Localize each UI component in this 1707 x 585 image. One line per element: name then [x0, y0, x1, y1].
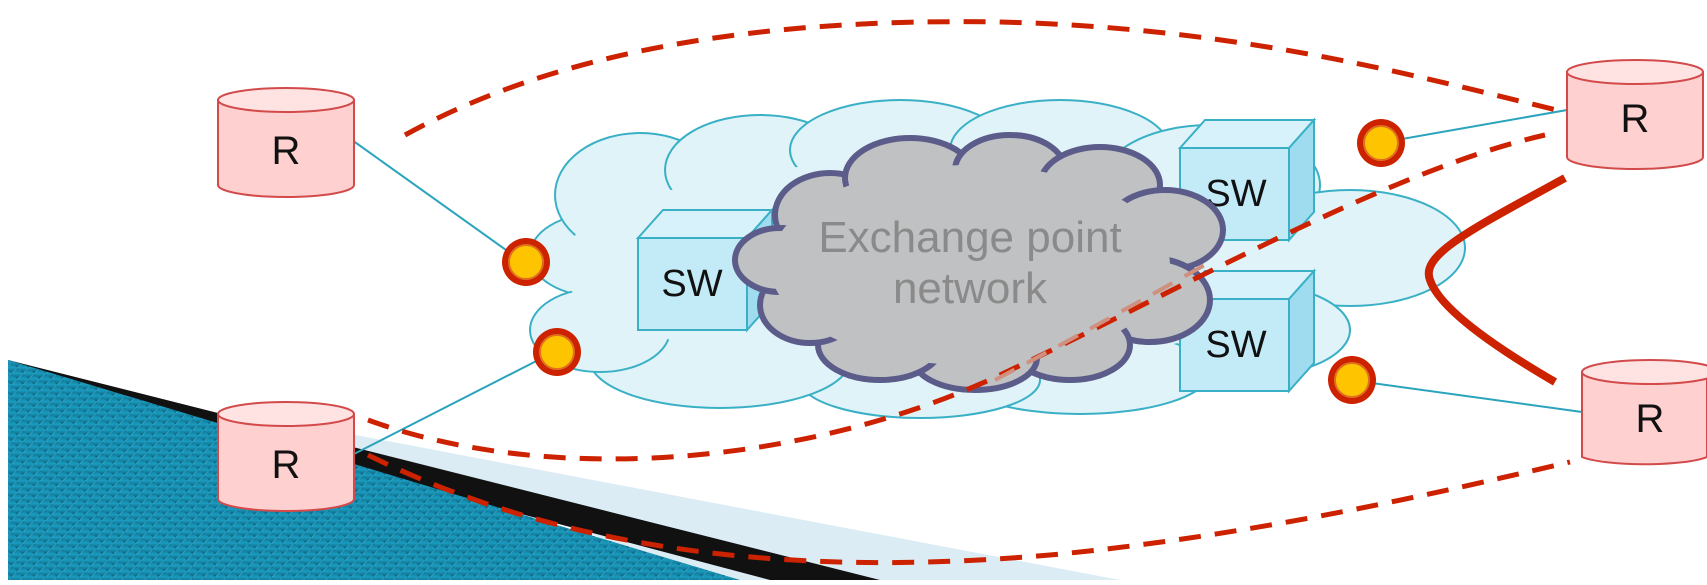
session-diagonal-over-cloud: [994, 260, 1211, 382]
port-bottom-left: [533, 328, 581, 376]
port-bottom-right: [1328, 356, 1376, 404]
router-top-right-label: R: [1621, 97, 1650, 141]
port-top-left: [502, 238, 550, 286]
core-network-label-line2: network: [893, 264, 1048, 313]
router-top-right: R: [1566, 59, 1704, 170]
session-top: [403, 19, 1566, 138]
switch-bottom-right: SW: [1177, 268, 1317, 394]
peering-sessions: [366, 19, 1571, 566]
router-top-left: R: [217, 87, 355, 198]
access-links: [351, 109, 1583, 456]
router-top-left-label: R: [272, 129, 301, 173]
link-router-top-right: [1384, 109, 1568, 143]
switch-bottom-right-label: SW: [1205, 324, 1266, 366]
core-network-label-line1: Exchange point: [818, 213, 1121, 262]
session-diagonal: [367, 132, 1546, 462]
router-bottom-right: R: [1581, 359, 1707, 466]
session-bottom: [366, 452, 1571, 566]
boundary-curve: [1424, 174, 1567, 386]
port-top-right: [1357, 119, 1405, 167]
link-router-bottom-right: [1349, 379, 1583, 413]
link-router-top-left: [351, 139, 521, 261]
slide-light-band: [340, 432, 1120, 580]
router-bottom-left-label: R: [272, 443, 301, 487]
core-network-body: [770, 165, 1170, 365]
router-bottom-left: R: [217, 401, 355, 512]
router-bottom-right-label: R: [1636, 397, 1665, 441]
switch-left-label: SW: [661, 263, 722, 305]
link-router-bottom-left: [351, 352, 553, 456]
